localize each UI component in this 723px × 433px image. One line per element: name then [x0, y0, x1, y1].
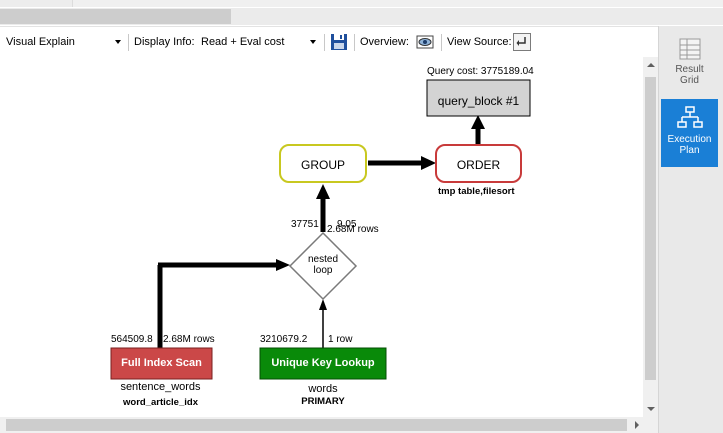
full-index-scan-node[interactable]	[110, 347, 213, 380]
display-info-select[interactable]: Read + Eval cost	[195, 33, 319, 51]
unique-key-lookup-node[interactable]	[259, 347, 387, 380]
nested-rows-label: 2.68M rows	[327, 224, 379, 235]
view-mode-value: Visual Explain	[6, 36, 75, 48]
view-mode-select[interactable]: Visual Explain	[0, 33, 124, 51]
full-scan-key: word_article_idx	[123, 397, 198, 408]
query-block-node[interactable]	[426, 79, 531, 117]
canvas-vertical-scrollbar[interactable]	[643, 57, 658, 417]
result-grid-label-1: Result	[675, 64, 704, 75]
explain-toolbar: Visual Explain Display Info: Read + Eval…	[0, 31, 655, 55]
arrowhead	[319, 299, 327, 310]
scrollbar-thumb[interactable]	[0, 9, 231, 24]
order-note: tmp table,filesort	[438, 186, 515, 197]
nested-cost-tail: 9.05	[337, 219, 357, 230]
lookup-rows: 1 row	[328, 334, 353, 345]
chevron-down-icon	[115, 40, 121, 44]
toolbar-separator	[441, 34, 442, 51]
lookup-label: Unique Key Lookup	[271, 357, 375, 369]
overview-eye-icon[interactable]	[416, 33, 434, 51]
result-side-panel	[658, 26, 723, 433]
scrollbar-thumb[interactable]	[6, 419, 627, 431]
nested-loop-node[interactable]	[288, 231, 358, 301]
full-scan-cost: 564509.8	[111, 334, 153, 345]
overview-label: Overview:	[360, 36, 409, 48]
view-source-icon[interactable]	[513, 33, 531, 51]
arrowhead	[421, 156, 436, 170]
full-scan-rows: 2.68M rows	[163, 334, 215, 345]
display-info-value: Read + Eval cost	[201, 36, 285, 48]
lookup-cost: 3210679.2	[260, 334, 308, 345]
group-label: GROUP	[300, 158, 345, 172]
lookup-key: PRIMARY	[301, 396, 345, 407]
group-node[interactable]	[279, 144, 367, 183]
result-grid-label-2: Grid	[680, 75, 699, 86]
save-icon[interactable]	[330, 33, 348, 51]
top-horizontal-scrollbar[interactable]	[0, 8, 723, 25]
query-block-label: query_block #1	[437, 94, 520, 108]
view-source-label: View Source:	[447, 36, 512, 48]
execution-plan-label-2: Plan	[679, 145, 700, 156]
nested-cost-label: 37751	[291, 219, 319, 230]
grid-icon	[679, 38, 700, 60]
full-scan-table: sentence_words	[120, 381, 201, 393]
scrollbar-corner	[643, 417, 658, 433]
execution-plan-icon	[676, 106, 703, 128]
execution-plan-button[interactable]: Execution Plan	[661, 99, 718, 167]
canvas-horizontal-scrollbar[interactable]	[0, 417, 643, 433]
execution-plan-label-1: Execution	[667, 134, 712, 145]
order-node[interactable]	[435, 144, 522, 183]
toolbar-divider	[0, 26, 658, 27]
lookup-table: words	[308, 383, 338, 395]
top-tab-strip	[0, 0, 723, 7]
scrollbar-thumb[interactable]	[645, 77, 656, 380]
full-scan-label: Full Index Scan	[121, 357, 202, 369]
order-label: ORDER	[456, 158, 501, 172]
arrowhead	[471, 115, 485, 129]
arrowhead	[276, 259, 290, 271]
arrowhead	[316, 184, 330, 199]
scroll-right-icon[interactable]	[635, 421, 639, 429]
toolbar-separator	[128, 34, 129, 51]
scroll-down-icon[interactable]	[647, 407, 655, 411]
scroll-up-icon[interactable]	[647, 63, 655, 67]
tab-strip-tile	[0, 0, 73, 7]
chevron-down-icon	[310, 40, 316, 44]
plan-diagram	[110, 79, 531, 380]
result-grid-button[interactable]: Result Grid	[661, 33, 718, 93]
nested-loop-label-1: nested	[307, 254, 339, 265]
nested-loop-label-2: loop	[313, 265, 333, 276]
execution-plan-canvas[interactable]: Query cost: 3775189.04 query_block #1 OR…	[0, 57, 643, 417]
toolbar-separator	[324, 34, 325, 51]
query-cost-label: Query cost: 3775189.04	[427, 66, 534, 77]
toolbar-separator	[354, 34, 355, 51]
display-info-label: Display Info:	[134, 36, 195, 48]
